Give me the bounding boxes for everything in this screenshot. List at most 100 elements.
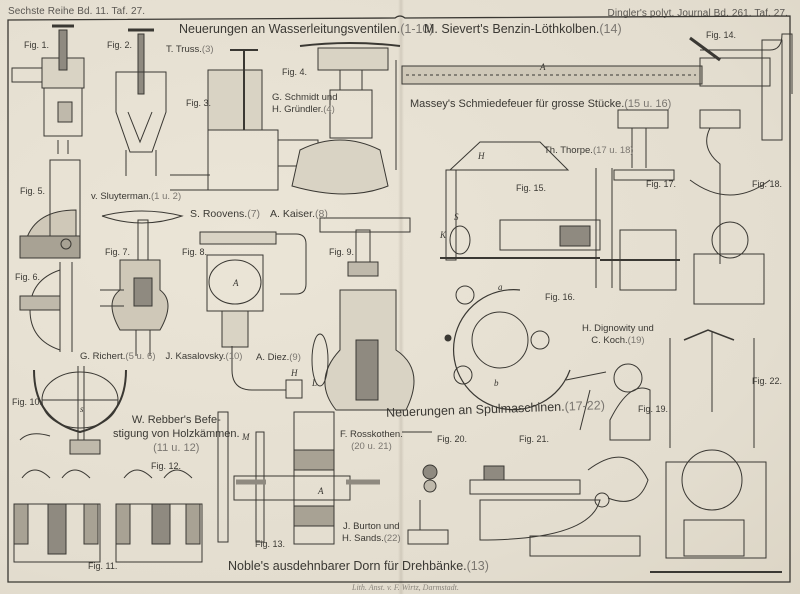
fig-label-3: Fig. 3. [186,98,212,108]
label-A3: A [232,278,239,288]
section-title-mandrel: Noble's ausdehnbarer Dorn für Drehbänke.… [228,559,489,573]
fig-label-6: Fig. 6. [15,272,41,282]
label-L: L [311,378,317,388]
fig-1-drawing [11,24,85,154]
fig-15-drawing [440,141,601,261]
author-name: S. Roovens. [190,208,248,220]
fig-22-drawing [650,329,782,573]
label-H: H [477,151,485,161]
author-ref: (4) [323,104,335,115]
author-ref: (10) [225,351,243,362]
label-s: s [80,404,84,414]
author-sluyterman: v. Sluyterman.(1 u. 2) [91,191,181,203]
fig-label-13: Fig. 13. [255,539,286,549]
author-ref: (3) [201,44,214,55]
author-name: W. Rebber's Befe- [131,414,221,426]
section-ref: (13) [466,559,489,573]
author-thorpe: Th. Thorpe.(17 u. 18) [544,145,634,157]
fig-11-drawing [13,469,101,563]
author-ref: (20 u. 21) [351,441,392,452]
fig-label-1: Fig. 1. [24,40,50,50]
header-left: Sechste Reihe Bd. 11. Taf. 27. [8,6,146,17]
fig-label-15: Fig. 15. [516,183,547,193]
fig-14-drawing [401,33,793,141]
fig-7-drawing [100,210,184,356]
author-richert: G. Richert.(5 u. 6) [80,351,156,363]
fig-6-drawing [19,262,73,352]
label-K: K [439,230,447,240]
fig-21-drawing [469,456,649,557]
fig-label-21: Fig. 21. [519,434,550,444]
author-ref: (7) [247,208,261,220]
fig-9-drawing [311,217,415,411]
fig-label-18: Fig. 18. [752,179,783,189]
fig-label-10: Fig. 10. [12,397,43,407]
author-ref: (19) [627,335,645,346]
author-kasalovsky: J. Kasalovsky.(10) [166,351,243,363]
label-Hb: H [290,368,298,378]
section-ref: (1-10) [400,22,434,36]
author-name: A. Kaiser. [270,208,315,220]
author-name-line2: stigung von Holzkämmen. [113,428,240,440]
center-fold [398,0,404,594]
fig-label-7: Fig. 7. [105,247,131,257]
author-name-line2: H. Sands. [342,533,384,544]
label-b: b [494,378,499,388]
author-name: v. Sluyterman. [91,191,152,202]
plate-frame [7,15,791,583]
section-ref: (14) [599,22,622,36]
author-name-line2: C. Koch. [591,335,628,346]
author-truss: T. Truss.(3) [166,44,214,56]
fig-label-11: Fig. 11. [88,561,118,571]
fig-3-drawing [170,49,319,191]
section-title-text: Noble's ausdehnbarer Dorn für Drehbänke. [228,559,467,573]
section-title-soldering-iron: M. Sievert's Benzin-Löthkolben.(14) [424,22,622,36]
label-A2: A [317,486,324,496]
author-name: H. Dignowity und [582,323,654,334]
author-ref: (17 u. 18) [592,145,634,156]
author-name-line2: H. Gründler. [272,104,324,115]
author-name: J. Burton und [343,521,400,532]
label-S: S [454,212,459,222]
header-right: Dingler's polyt. Journal Bd. 261. Taf. 2… [607,8,788,19]
fig-19-drawing [565,363,651,441]
author-ref: (1 u. 2) [151,191,182,202]
section-ref: (15 u. 16) [624,98,672,110]
fig-label-5: Fig. 5. [20,186,46,196]
fig-label-17: Fig. 17. [646,179,677,189]
lithographer-imprint: Lith. Anst. v. F. Wirtz, Darmstadt. [352,583,459,592]
fig-17-drawing [595,109,680,291]
fig-4-drawing [291,42,401,195]
author-rosskothen: F. Rosskothen.(20 u. 21) [340,429,403,453]
fig-2-drawing [115,28,167,176]
author-name: F. Rosskothen. [340,429,403,440]
author-roovens: S. Roovens.(7) [190,208,260,220]
label-a: a [498,282,503,292]
author-name: G. Richert. [80,351,126,362]
author-ref: (11 u. 12) [153,442,200,454]
fig-label-4: Fig. 4. [282,67,308,77]
author-kaiser: A. Kaiser.(8) [270,208,328,220]
section-title-forge: Massey's Schmiedefeuer für grosse Stücke… [410,98,671,110]
section-title-text: Neuerungen an Wasserleitungsventilen. [179,22,401,36]
section-ref: (17-22) [564,398,606,414]
author-name: Th. Thorpe. [544,145,593,156]
fig-label-19: Fig. 19. [638,404,669,414]
author-ref: (8) [315,208,328,220]
author-rebber: W. Rebber's Befe-stigung von Holzkämmen.… [113,413,240,455]
author-name: A. Diez. [256,352,290,363]
fig-12-drawing [115,469,203,563]
fig-8-drawing [199,231,307,399]
author-name: J. Kasalovsky. [165,351,226,362]
author-ref: (22) [383,533,401,544]
fig-label-12: Fig. 12. [151,461,182,471]
fig-label-9: Fig. 9. [329,247,355,257]
fig-label-16: Fig. 16. [545,292,576,302]
fig-label-8: Fig. 8. [182,247,208,257]
fig-13-drawing [217,411,380,545]
fig-label-20: Fig. 20. [437,434,468,444]
author-ref: (9) [289,352,301,363]
